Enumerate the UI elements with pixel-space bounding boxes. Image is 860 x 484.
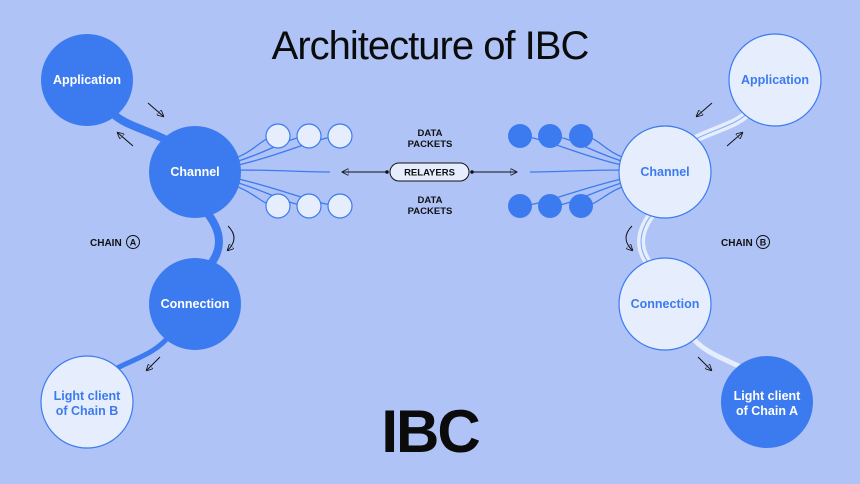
packet-a-bottom-3 [327,193,353,219]
packet-a-top-2 [296,123,322,149]
arrow-connection-to-lightclient-a [147,356,161,370]
chain-a-letter: A [130,238,137,248]
connector-connection-lightclient-a [108,333,172,375]
bottom-packets-line2: PACKETS [408,206,453,217]
channel-a-label: Channel [170,165,219,179]
light-client-b-line1: Light client [734,389,802,403]
packet-b-bottom-3 [569,194,593,218]
chain-b-flow-arrows [625,102,742,370]
arrow-app-to-channel-b [697,102,713,116]
channel-b-packet-lines [518,135,631,207]
chain-a-packets [265,123,353,219]
top-packets-line2: PACKETS [408,139,453,150]
channel-b-label: Channel [640,165,689,179]
packet-b-bottom-2 [538,194,562,218]
node-application-a[interactable]: Application [41,34,133,126]
chain-b-label: CHAIN [721,238,753,249]
connection-b-label: Connection [631,297,700,311]
relayers-connector [343,170,516,174]
node-light-client-b[interactable]: Light client of Chain A [721,356,813,448]
light-client-b-line2: of Chain A [736,404,798,418]
packet-a-bottom-2 [296,193,322,219]
logo-text: IBC [381,398,479,465]
light-client-a-line2: of Chain B [56,404,119,418]
relayers-pill[interactable]: RELAYERS [389,162,470,182]
node-connection-a[interactable]: Connection [149,258,241,350]
node-channel-a[interactable]: Channel [149,126,241,218]
relayers-label: RELAYERS [404,168,455,179]
packet-b-top-2 [538,124,562,148]
light-client-a-line1: Light client [54,389,122,403]
connection-a-label: Connection [161,297,230,311]
node-light-client-a[interactable]: Light client of Chain B [40,355,134,449]
packet-a-top-3 [327,123,353,149]
arrow-app-to-channel-a [147,102,163,116]
arrow-connection-to-lightclient-b [697,356,711,370]
arrow-channel-to-app-a [118,133,134,147]
node-connection-b[interactable]: Connection [618,257,712,351]
packet-b-bottom-1 [508,194,532,218]
chain-a-label: CHAIN [90,238,122,249]
chain-a-flow-arrows [118,102,235,370]
bottom-packets-line1: DATA [418,195,443,206]
chain-a-badge: CHAIN A [90,235,140,249]
packet-a-bottom-1 [265,193,291,219]
arrow-channel-to-connection-b [625,225,632,250]
packet-b-top-1 [508,124,532,148]
packet-b-top-3 [569,124,593,148]
channel-a-packet-lines [229,135,342,207]
page-title: Architecture of IBC [271,24,590,68]
center-labels: DATA PACKETS DATA PACKETS [408,128,453,217]
arrow-channel-to-connection-a [228,225,235,250]
chain-b-letter: B [760,238,767,248]
chain-b-packets [508,124,593,218]
packet-a-top-1 [265,123,291,149]
node-application-b[interactable]: Application [728,33,822,127]
top-packets-line1: DATA [418,128,443,139]
application-b-label: Application [741,73,809,87]
arrow-channel-to-app-b [726,133,742,147]
node-channel-b[interactable]: Channel [618,125,712,219]
ibc-logo-icon: IBC [381,398,481,465]
application-a-label: Application [53,73,121,87]
chain-b-badge: CHAIN B [721,235,770,249]
